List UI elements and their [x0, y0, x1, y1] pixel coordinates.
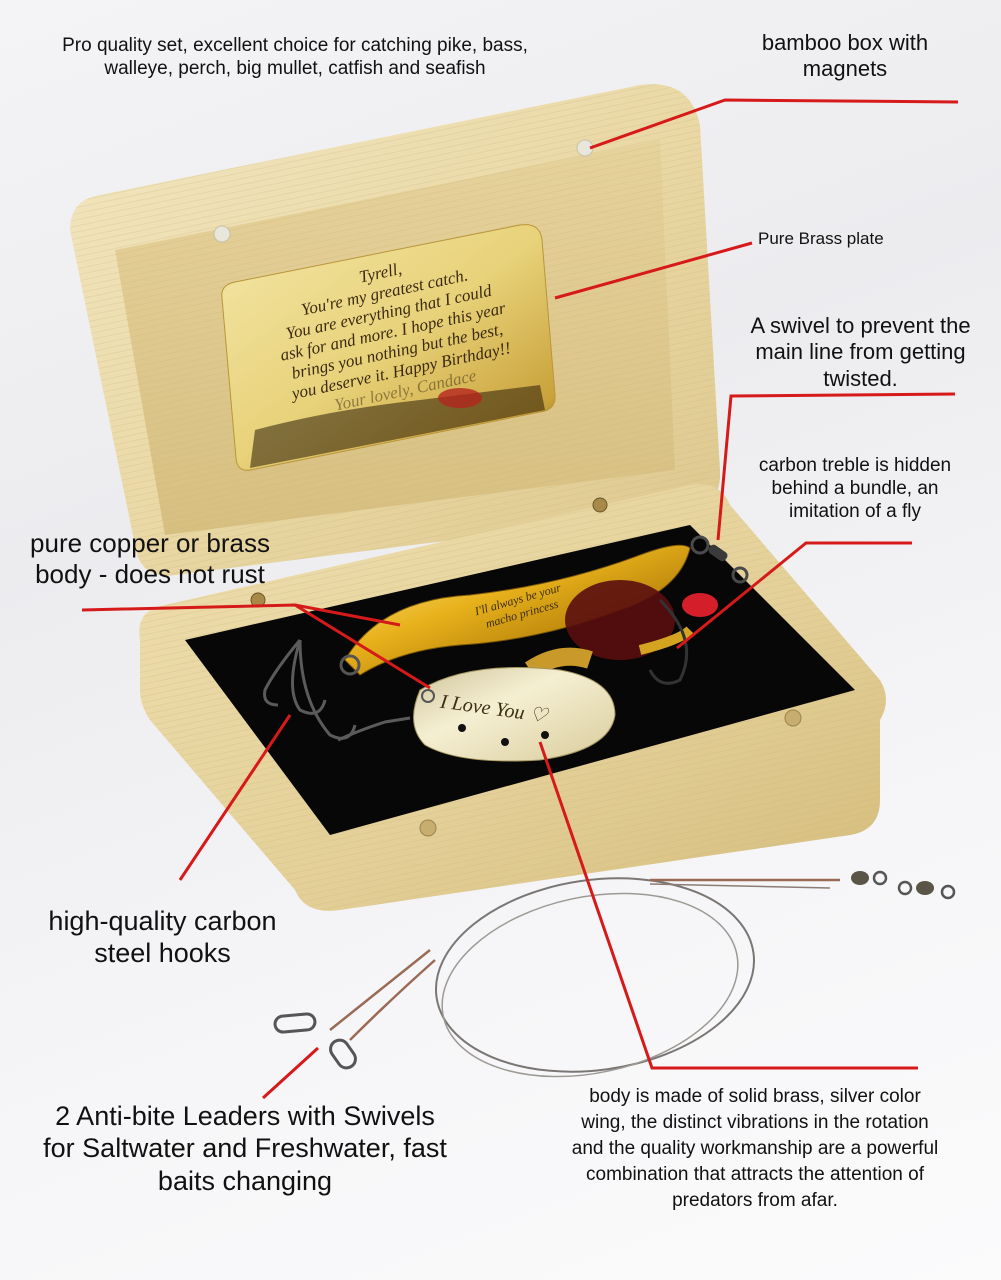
label-line: pure copper or brass [30, 528, 270, 558]
callout-bamboo-box [589, 98, 959, 150]
label-spinner-body: body is made of solid brass, silver colo… [535, 1084, 975, 1214]
label-anti-bite-leaders: 2 Anti-bite Leaders with Swivels for Sal… [15, 1100, 475, 1197]
label-line: steel hooks [94, 938, 231, 969]
label-line: behind a bundle, an [771, 477, 939, 499]
callout-lines [81, 98, 959, 1100]
gold-spoon-lure [339, 535, 749, 676]
callout-spinner-body [538, 741, 918, 1070]
label-line: main line from getting [755, 339, 966, 365]
callout-copper-body-2 [294, 603, 401, 627]
label-bamboo-box: bamboo box with magnets [730, 30, 960, 83]
treble-hook-left [263, 639, 411, 742]
callout-leaders [261, 1046, 320, 1100]
label-line: twisted. [823, 365, 898, 391]
label-line: high-quality carbon [48, 906, 277, 936]
label-line: body - does not rust [35, 559, 265, 590]
label-line: imitation of a fly [789, 500, 921, 522]
label-line: Pro quality set, excellent choice for ca… [62, 35, 528, 56]
label-swivel: A swivel to prevent the main line from g… [733, 313, 988, 392]
fly-bundle-treble [525, 580, 718, 685]
label-carbon-hooks: high-quality carbon steel hooks [25, 905, 300, 970]
label-line: baits changing [157, 1165, 333, 1196]
label-line: bamboo box with [761, 30, 929, 55]
label-line: 2 Anti-bite Leaders with Swivels [55, 1101, 435, 1131]
label-brass-plate: Pure Brass plate [758, 229, 884, 248]
label-line: and the quality workmanship are a powerf… [571, 1138, 939, 1159]
label-line: carbon treble is hidden [758, 455, 952, 476]
label-line: for Saltwater and Freshwater, fast [43, 1133, 447, 1164]
label-carbon-treble: carbon treble is hidden behind a bundle,… [735, 455, 975, 523]
label-line: predators from afar. [672, 1190, 838, 1211]
label-line: wing, the distinct vibrations in the rot… [581, 1112, 929, 1133]
label-line: magnets [802, 56, 888, 82]
brass-plate [221, 224, 556, 471]
label-line: walleye, perch, big mullet, catfish and … [104, 57, 486, 79]
label-copper-body: pure copper or brass body - does not rus… [10, 528, 290, 590]
label-line: A swivel to prevent the [750, 313, 971, 338]
label-line: combination that attracts the attention … [586, 1164, 924, 1185]
callout-hooks [178, 714, 292, 881]
silver-spinner-blade [413, 667, 616, 762]
anti-bite-leaders [273, 870, 956, 1078]
callout-treble [676, 541, 912, 650]
label-line: body is made of solid brass, silver colo… [589, 1086, 921, 1107]
label-pro-quality-set: Pro quality set, excellent choice for ca… [20, 35, 570, 81]
callout-brass-plate [554, 241, 753, 300]
callout-swivel [716, 392, 956, 541]
